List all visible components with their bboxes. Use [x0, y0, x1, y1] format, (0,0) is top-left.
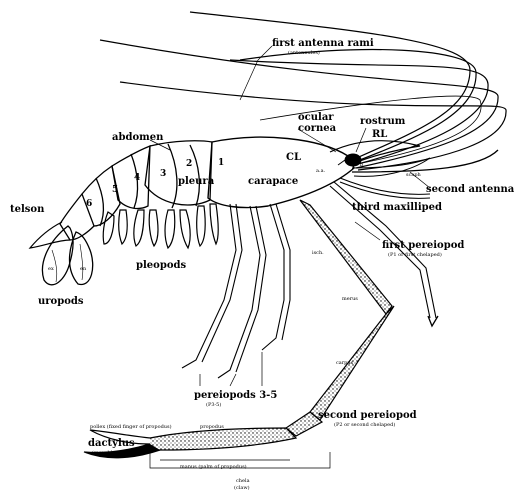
second-pereiopod-sublabel: (P2 or second chelaped) — [334, 421, 395, 428]
aa-label: a.a. — [316, 168, 326, 174]
telson-label: telson — [10, 204, 45, 215]
pollex-label: pollex (fixed finger of propodus) — [90, 423, 172, 430]
pereiopods-3-5-sublabel: (P3-5) — [206, 401, 221, 408]
ischium-label: isch. — [312, 250, 324, 256]
third-maxilliped-label: third maxilliped — [352, 202, 442, 213]
pereiopods-3-5 — [182, 204, 290, 378]
rostrum-label: rostrum — [360, 116, 406, 127]
segment-6-label: 6 — [86, 199, 92, 209]
pereiopods-3-5-label: pereiopods 3-5 — [194, 390, 277, 401]
first-antenna-sublabel: (antennules) — [288, 49, 320, 56]
first-pereiopod-sublabel: (P1 or first chelaped) — [388, 251, 442, 258]
ocular-label: ocular — [298, 112, 334, 123]
first-antenna-rami — [100, 12, 506, 170]
telson — [30, 222, 70, 248]
merus-label: merus — [342, 296, 358, 302]
segment-5-label: 5 — [112, 185, 118, 195]
second-antenna-label: second antenna — [426, 184, 515, 195]
carapace-label: carapace — [248, 176, 298, 187]
carapace — [208, 137, 354, 207]
chela-label: chela — [236, 478, 250, 484]
dactylus-label: dactylus — [88, 438, 135, 449]
chela-sublabel: (claw) — [234, 484, 250, 491]
abdomen-label: abdomen — [112, 132, 164, 143]
b-label: b — [360, 162, 363, 168]
propodus-label: propodus — [200, 424, 224, 430]
ex-label: ex — [48, 266, 54, 272]
uropods — [42, 226, 92, 285]
scaph-label: scaph — [406, 172, 422, 178]
first-pereiopod-label: first pereiopod — [382, 240, 464, 251]
pleopods-label: pleopods — [136, 260, 186, 271]
segment-3-label: 3 — [160, 169, 166, 179]
uropods-label: uropods — [38, 296, 84, 307]
first-antenna-label: first antenna rami — [272, 38, 374, 49]
pleopods — [103, 204, 218, 248]
manus-label: manus (palm of propodus) — [180, 463, 247, 470]
pleura-label: pleura — [178, 176, 215, 187]
second-pereiopod-label: second pereiopod — [318, 410, 417, 421]
rl-label: RL — [372, 129, 387, 140]
segment-4-label: 4 — [134, 173, 140, 183]
segment-1-label: 1 — [218, 158, 224, 168]
en-label: en — [80, 266, 87, 272]
carpus-label: carpus — [336, 360, 354, 366]
dactylus-sublabel: (movable finger) — [92, 449, 134, 456]
third-maxilliped — [340, 178, 430, 194]
segment-2-label: 2 — [186, 159, 192, 169]
cl-label: CL — [286, 152, 301, 163]
cornea-label: cornea — [298, 123, 337, 134]
eye — [345, 154, 361, 166]
